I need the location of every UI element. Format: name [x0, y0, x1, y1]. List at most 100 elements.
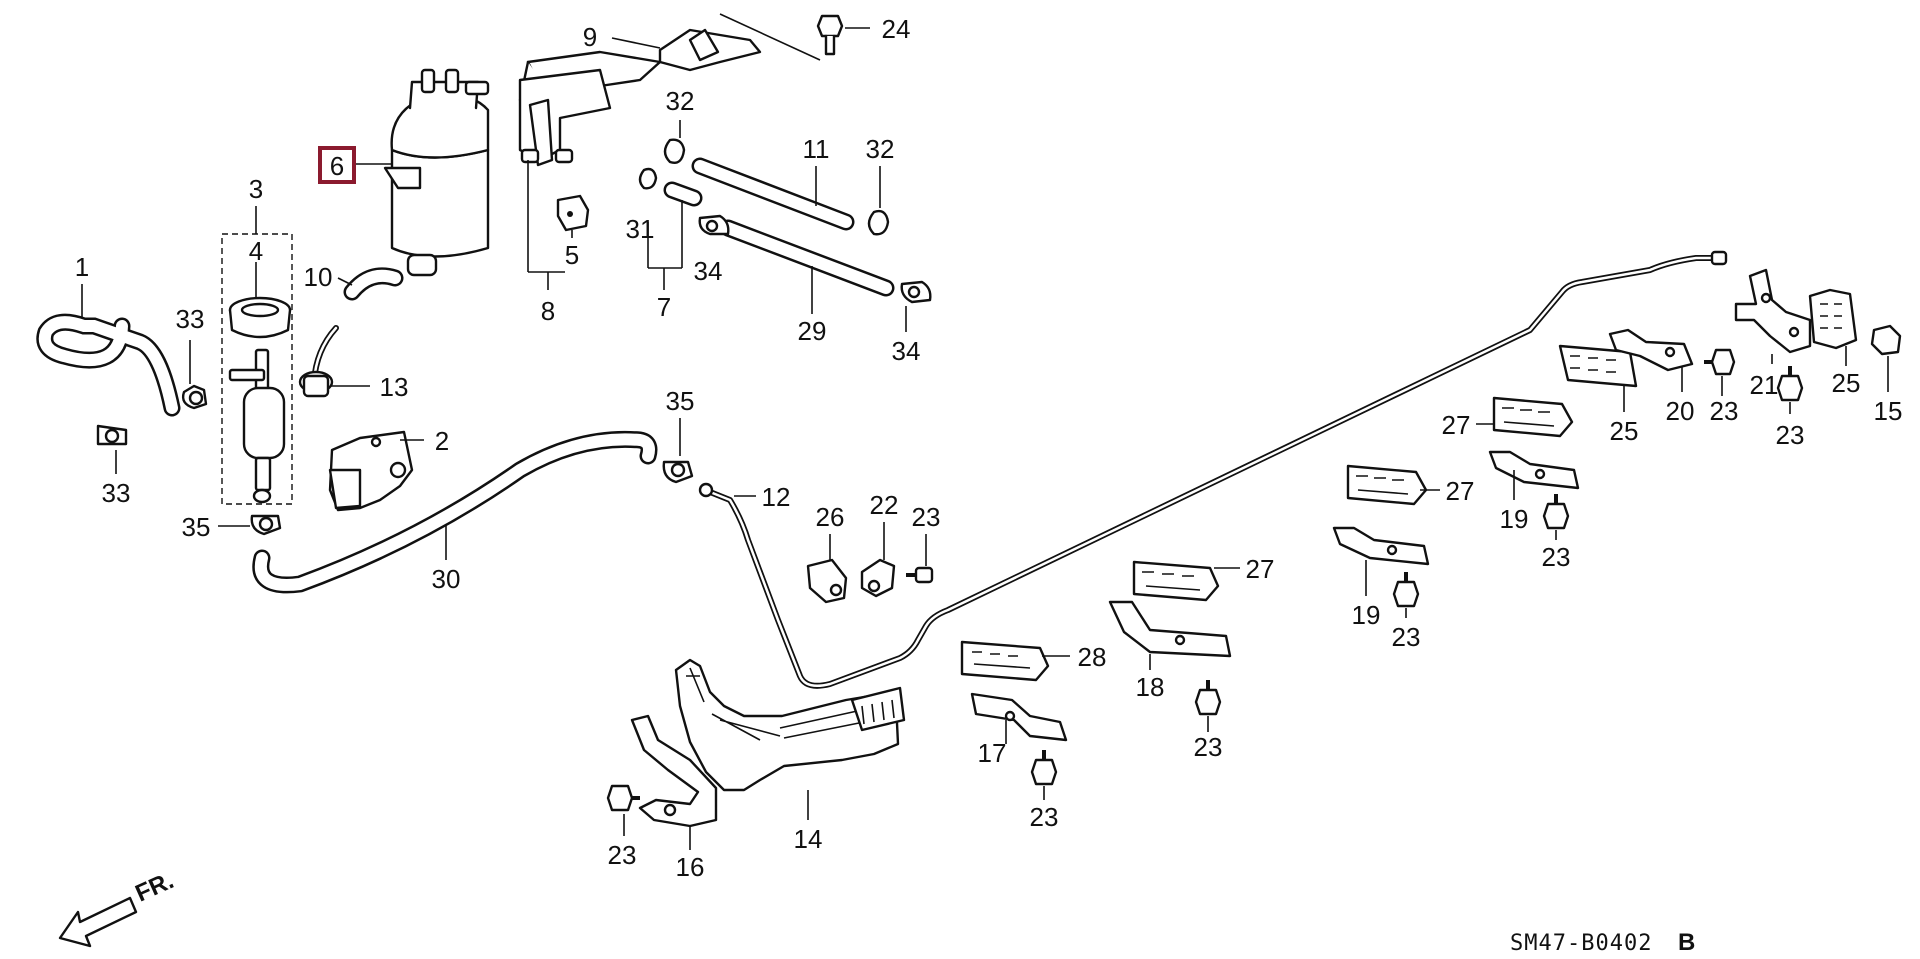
label-19b[interactable]: 19	[1352, 600, 1381, 630]
part-4-ring[interactable]	[228, 296, 292, 339]
label-6[interactable]: 6	[330, 151, 344, 181]
part-27c-clip[interactable]	[1132, 560, 1220, 602]
part-25a-clip[interactable]	[1808, 288, 1858, 350]
part-32a-clip[interactable]	[663, 138, 686, 164]
label-25b[interactable]: 25	[1610, 416, 1639, 446]
part-33a-clip[interactable]	[181, 384, 208, 410]
label-2[interactable]: 2	[435, 426, 449, 456]
part-15-cap[interactable]	[1870, 324, 1902, 356]
label-8[interactable]: 8	[541, 296, 555, 326]
part-21-bracket[interactable]	[1734, 268, 1812, 354]
label-7[interactable]: 7	[657, 292, 671, 322]
part-17-bracket[interactable]	[970, 692, 1068, 742]
label-9[interactable]: 9	[583, 22, 597, 52]
label-23c[interactable]: 23	[1030, 802, 1059, 832]
label-23f[interactable]: 23	[1542, 542, 1571, 572]
label-16[interactable]: 16	[676, 852, 705, 882]
label-33b[interactable]: 33	[102, 478, 131, 508]
label-24[interactable]: 24	[882, 14, 911, 44]
label-11[interactable]: 11	[803, 134, 830, 164]
label-12[interactable]: 12	[762, 482, 791, 512]
part-25b-clip[interactable]	[1558, 344, 1638, 388]
part-24-bolt[interactable]	[816, 14, 844, 56]
label-23e[interactable]: 23	[1392, 622, 1421, 652]
label-27a[interactable]: 27	[1442, 410, 1471, 440]
part-32b-clip[interactable]	[867, 209, 890, 236]
part-23c-bolt[interactable]	[1030, 750, 1058, 786]
label-19a[interactable]: 19	[1500, 504, 1529, 534]
part-23g-bolt[interactable]	[1704, 348, 1736, 376]
label-32b[interactable]: 32	[866, 134, 895, 164]
part-1-hose[interactable]	[36, 313, 181, 417]
label-18[interactable]: 18	[1136, 672, 1165, 702]
label-23g[interactable]: 23	[1710, 396, 1739, 426]
label-13[interactable]: 13	[380, 372, 409, 402]
label-35a[interactable]: 35	[182, 512, 211, 542]
part-23b-bolt[interactable]	[606, 784, 640, 812]
part-23f-bolt[interactable]	[1542, 494, 1570, 530]
part-27a-clip[interactable]	[1492, 396, 1574, 438]
label-14[interactable]: 14	[794, 824, 823, 854]
label-34a[interactable]: 34	[694, 256, 723, 286]
part-31-clip[interactable]	[638, 167, 658, 190]
part-19b-bracket[interactable]	[1332, 526, 1430, 566]
part-35a-clamp[interactable]	[250, 514, 282, 536]
label-21[interactable]: 21	[1750, 370, 1779, 400]
label-27b[interactable]: 27	[1446, 476, 1475, 506]
part-28-clip[interactable]	[960, 640, 1050, 682]
label-23b[interactable]: 23	[608, 840, 637, 870]
part-34b-clamp[interactable]	[900, 280, 932, 304]
label-28[interactable]: 28	[1078, 642, 1107, 672]
part-26-cushion[interactable]	[806, 558, 848, 604]
label-33a[interactable]: 33	[176, 304, 205, 334]
label-1[interactable]: 1	[75, 252, 89, 282]
part-13-joint[interactable]	[298, 325, 339, 398]
label-26[interactable]: 26	[816, 502, 845, 532]
label-10[interactable]: 10	[304, 262, 333, 292]
label-32a[interactable]: 32	[666, 86, 695, 116]
part-29-hose[interactable]	[719, 219, 895, 297]
label-23d[interactable]: 23	[1194, 732, 1223, 762]
part-14-protector[interactable]	[674, 658, 906, 792]
part-23e-bolt[interactable]	[1392, 572, 1420, 608]
part-7-short-hose[interactable]	[663, 181, 703, 207]
part-33b-clip[interactable]	[96, 424, 128, 446]
part-23a-bolt[interactable]	[906, 566, 934, 584]
label-22[interactable]: 22	[870, 490, 899, 520]
part-18-bracket[interactable]	[1108, 600, 1232, 658]
label-4[interactable]: 4	[249, 236, 263, 266]
part-23h-bolt[interactable]	[1776, 366, 1804, 402]
part-pump-body[interactable]	[228, 348, 286, 504]
part-2-bracket[interactable]	[328, 430, 414, 512]
label-29[interactable]: 29	[798, 316, 827, 346]
label-20[interactable]: 20	[1666, 396, 1695, 426]
label-23h[interactable]: 23	[1776, 420, 1805, 450]
part-27b-clip[interactable]	[1346, 464, 1428, 506]
part-30-hose[interactable]	[252, 430, 658, 594]
label-23a[interactable]: 23	[912, 502, 941, 532]
part-11-hose[interactable]	[691, 157, 855, 231]
part-34a-clamp[interactable]	[698, 214, 730, 236]
part-16-bracket[interactable]	[630, 714, 718, 828]
label-31[interactable]: 31	[626, 214, 655, 244]
label-17[interactable]: 17	[978, 738, 1007, 768]
label-34b[interactable]: 34	[892, 336, 921, 366]
label-3[interactable]: 3	[249, 174, 263, 204]
part-5-cushion[interactable]	[556, 194, 590, 232]
label-15[interactable]: 15	[1874, 396, 1903, 426]
part-20-bracket[interactable]	[1608, 328, 1694, 372]
label-30[interactable]: 30	[432, 564, 461, 594]
part-8-bracket[interactable]	[518, 68, 612, 167]
label-35b[interactable]: 35	[666, 386, 695, 416]
part-35b-clamp[interactable]	[662, 460, 694, 484]
part-22-clip[interactable]	[860, 558, 896, 598]
label-5[interactable]: 5	[565, 240, 579, 270]
part-12-fuel-pipe[interactable]	[698, 250, 1728, 689]
part-10-hose[interactable]	[343, 267, 404, 301]
part-23d-bolt[interactable]	[1194, 680, 1222, 716]
label-25a[interactable]: 25	[1832, 368, 1861, 398]
part-6-canister[interactable]	[383, 68, 490, 277]
label-27c[interactable]: 27	[1246, 554, 1275, 584]
part-19a-bracket[interactable]	[1488, 450, 1580, 490]
